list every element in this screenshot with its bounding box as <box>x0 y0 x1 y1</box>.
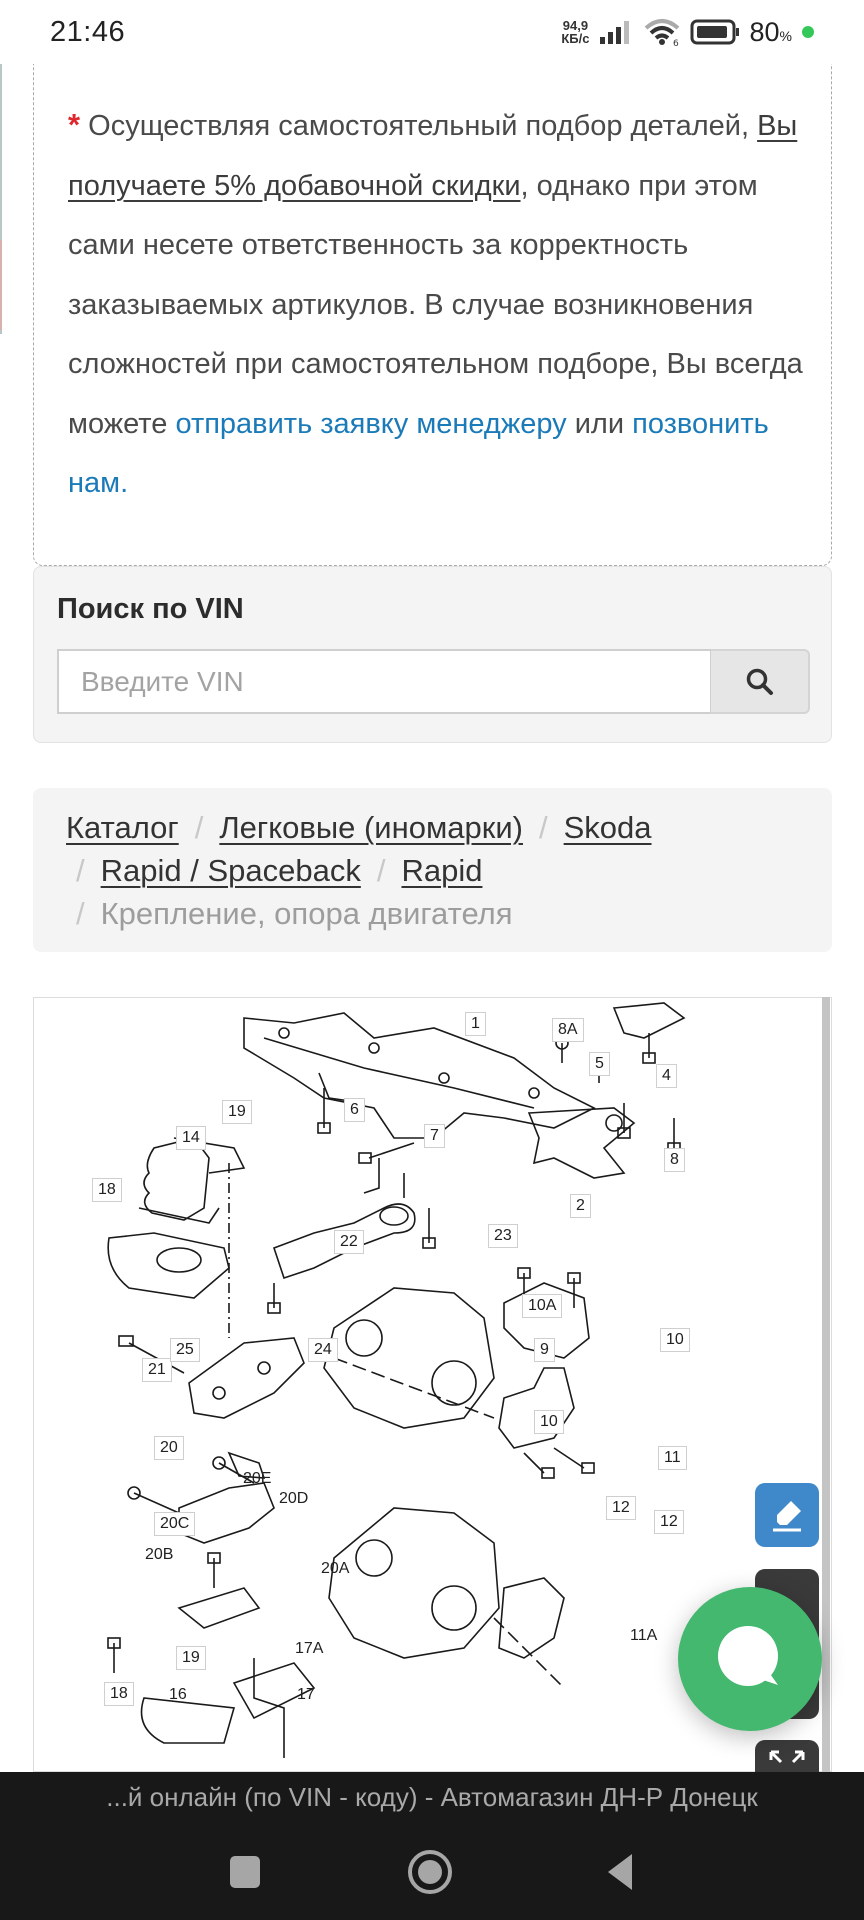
status-icons: 94,9 КБ/с 6 80% <box>561 17 814 48</box>
battery-percent: 80% <box>749 16 793 47</box>
diagram-scrollbar[interactable] <box>822 997 830 1772</box>
callout-8[interactable]: 8 <box>664 1148 685 1172</box>
callout-14[interactable]: 14 <box>176 1126 206 1150</box>
search-icon <box>746 668 773 695</box>
breadcrumb-separator: / <box>76 853 85 888</box>
square-icon <box>230 1856 260 1888</box>
edit-highlight-button[interactable] <box>755 1483 819 1547</box>
battery-icon <box>690 19 739 45</box>
highlighter-icon <box>773 1501 801 1532</box>
callout-19-b[interactable]: 19 <box>176 1646 206 1670</box>
callout-19-a[interactable]: 19 <box>222 1100 252 1124</box>
callout-11[interactable]: 11 <box>658 1446 687 1470</box>
breadcrumb-rapid[interactable]: Rapid <box>401 853 483 888</box>
breadcrumb-rapid-spaceback[interactable]: Rapid / Spaceback <box>100 853 361 888</box>
breadcrumb-catalog[interactable]: Каталог <box>66 810 179 845</box>
home-button[interactable] <box>400 1842 460 1902</box>
back-triangle-icon <box>608 1854 632 1890</box>
callout-16[interactable]: 16 <box>169 1686 187 1703</box>
android-nav-bar <box>0 1822 864 1920</box>
vin-search-title: Поиск по VIN <box>57 593 244 625</box>
call-us-link[interactable]: позвонить нам. <box>68 407 769 500</box>
callout-8a[interactable]: 8A <box>552 1018 584 1042</box>
callout-2[interactable]: 2 <box>570 1194 591 1218</box>
callout-4[interactable]: 4 <box>656 1064 677 1088</box>
callout-10-b[interactable]: 10 <box>660 1328 690 1352</box>
callout-10a[interactable]: 10A <box>522 1294 563 1318</box>
callout-18-b[interactable]: 18 <box>104 1682 134 1706</box>
discount-link[interactable]: Вы получаете 5% добавочной скидки <box>68 110 798 202</box>
callout-17[interactable]: 17 <box>297 1686 315 1703</box>
chat-bubble-icon <box>718 1626 778 1686</box>
status-time: 21:46 <box>50 15 126 48</box>
expand-icon <box>769 1750 805 1764</box>
callout-20d[interactable]: 20D <box>279 1490 309 1507</box>
callout-18-a[interactable]: 18 <box>92 1178 122 1202</box>
callout-20a[interactable]: 20A <box>321 1560 350 1577</box>
callout-6[interactable]: 6 <box>344 1098 365 1122</box>
status-bar: 21:46 94,9 КБ/с 6 80% <box>0 0 864 64</box>
send-manager-request-link[interactable]: отправить заявку менеджеру <box>175 407 567 440</box>
back-button[interactable] <box>590 1842 650 1902</box>
callout-23[interactable]: 23 <box>488 1224 518 1248</box>
network-speed: 94,9 КБ/с <box>561 18 590 46</box>
left-edge-strip <box>0 64 2 334</box>
engine-mount-exploded-view <box>107 1002 686 1758</box>
breadcrumb-skoda[interactable]: Skoda <box>563 810 652 845</box>
breadcrumb-passenger-cars[interactable]: Легковые (иномарки) <box>219 810 523 845</box>
browser-page-title: ...й онлайн (по VIN - коду) - Автомагази… <box>0 1772 864 1822</box>
callout-20e[interactable]: 20E <box>243 1470 272 1487</box>
home-circle-icon <box>408 1850 452 1894</box>
notice-text: * Осуществляя самостоятельный подбор дет… <box>68 107 803 500</box>
callout-20b[interactable]: 20B <box>145 1546 174 1563</box>
wifi-icon: 6 <box>644 19 679 47</box>
svg-text:6: 6 <box>673 39 679 47</box>
signal-icon <box>599 21 629 44</box>
required-asterisk: * <box>68 107 81 142</box>
callout-20[interactable]: 20 <box>154 1436 184 1460</box>
callout-24[interactable]: 24 <box>308 1338 338 1362</box>
callout-22[interactable]: 22 <box>334 1230 364 1254</box>
callout-12-b[interactable]: 12 <box>654 1510 684 1534</box>
callout-5[interactable]: 5 <box>589 1052 610 1076</box>
callout-9[interactable]: 9 <box>534 1338 555 1362</box>
breadcrumb-separator: / <box>376 853 386 888</box>
chat-button[interactable] <box>678 1587 822 1731</box>
breadcrumb-separator: / <box>76 896 85 931</box>
vin-input[interactable] <box>57 649 711 714</box>
callout-1[interactable]: 1 <box>465 1012 486 1036</box>
recents-button[interactable] <box>215 1842 275 1902</box>
breadcrumb-separator: / <box>194 810 204 845</box>
callout-25[interactable]: 25 <box>170 1338 200 1362</box>
callout-10-a[interactable]: 10 <box>534 1410 564 1434</box>
callout-12-a[interactable]: 12 <box>606 1496 636 1520</box>
breadcrumb-separator: / <box>538 810 548 845</box>
self-selection-notice: * Осуществляя самостоятельный подбор дет… <box>33 50 832 566</box>
callout-17a[interactable]: 17A <box>295 1640 324 1657</box>
vin-search-button[interactable] <box>711 649 810 714</box>
callout-7[interactable]: 7 <box>424 1124 445 1148</box>
callout-20c[interactable]: 20C <box>154 1512 196 1536</box>
breadcrumb: Каталог / Легковые (иномарки) / Skoda / Rapid… <box>33 788 832 952</box>
left-edge-strip-accent <box>0 240 2 330</box>
vin-search-panel: Поиск по VIN <box>33 566 832 743</box>
callout-21[interactable]: 21 <box>142 1358 172 1382</box>
privacy-indicator-dot <box>802 26 814 38</box>
breadcrumb-current: Крепление, опора двигателя <box>100 896 513 931</box>
callout-11a[interactable]: 11A <box>630 1627 658 1644</box>
